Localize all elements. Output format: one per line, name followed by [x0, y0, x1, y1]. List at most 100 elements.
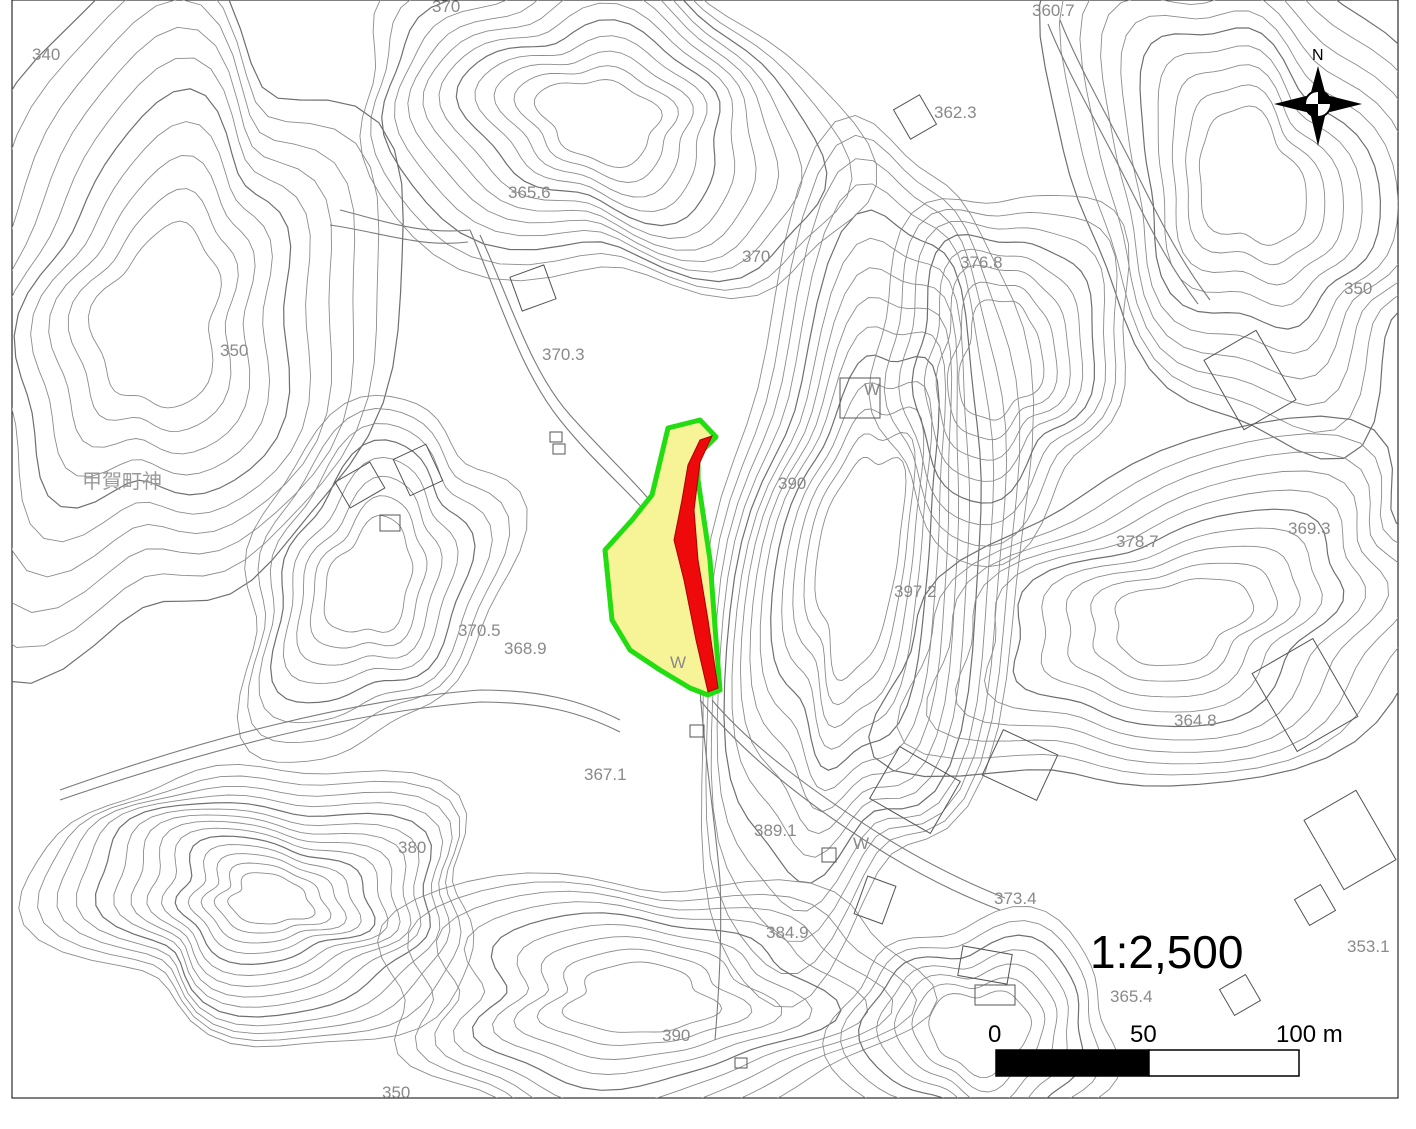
contour-line [1090, 562, 1279, 682]
scale-bar-light [1148, 1049, 1300, 1077]
elevation-label: 367.1 [584, 765, 627, 784]
contour-line [840, 920, 1102, 1098]
contour-line [407, 0, 780, 263]
contour-line [894, 963, 1058, 1098]
elevation-label: 350 [382, 1083, 410, 1102]
contour-line [12, 26, 332, 578]
contour-line [814, 456, 907, 681]
contour-line [896, 433, 1398, 776]
elevation-label: 369.3 [1288, 519, 1331, 538]
contour-line [561, 961, 723, 1033]
contour-line [381, 0, 828, 283]
contour-line [911, 233, 1096, 504]
scale-ratio: 1:2,500 [1090, 926, 1243, 978]
contour-line [984, 489, 1366, 741]
contour-line [200, 853, 347, 944]
contour-line [434, 890, 894, 1098]
well-marker: W [853, 834, 869, 853]
scale-tick-label: 0 [988, 1021, 1001, 1048]
contour-line [1120, 10, 1398, 354]
contour-line [857, 934, 1084, 1098]
contour-line [187, 844, 362, 954]
well-marker: W [670, 653, 686, 672]
contour-line [946, 281, 1058, 441]
elevation-labels: 340 370 360.7 362.3 365.6 370 376.8 350 … [32, 0, 1390, 1102]
contour-line [146, 820, 401, 987]
elevation-label: 370.3 [542, 345, 585, 364]
contour-line [701, 115, 1035, 1008]
north-label: N [1312, 47, 1324, 64]
elevation-label: 370 [742, 247, 770, 266]
highlight-strip[interactable] [673, 435, 719, 693]
elevation-label: 365.6 [508, 183, 551, 202]
contour-line [935, 264, 1071, 461]
contour-line [876, 949, 1069, 1098]
contour-line [792, 406, 925, 729]
contour-line [1198, 105, 1307, 246]
contour-line [94, 802, 433, 1018]
contour-line [269, 439, 476, 704]
elevation-label: 373.4 [994, 889, 1037, 908]
elevation-label: 390 [778, 474, 806, 493]
well-marker: W [864, 380, 880, 399]
contour-line [493, 50, 694, 198]
contour-line [1185, 84, 1326, 266]
elevation-label: 360.7 [1032, 1, 1075, 20]
scale-bar-dark [995, 1049, 1150, 1077]
contour-line [1157, 45, 1363, 307]
contour-line [56, 785, 453, 1035]
elevation-label: 350 [1344, 279, 1372, 298]
elevation-label: 380 [398, 838, 426, 857]
contour-line [394, 0, 803, 273]
elevation-label: 397.2 [894, 582, 937, 601]
elevation-label: 340 [32, 45, 60, 64]
elevation-label: 384.9 [766, 923, 809, 942]
roads [59, 19, 1211, 1041]
contour-line [739, 267, 960, 835]
contour-line [12, 0, 380, 648]
contour-line [759, 326, 947, 792]
elevation-label: 378.7 [1116, 532, 1159, 551]
contour-line [323, 515, 414, 633]
contour-line [370, 0, 853, 291]
contour-line [958, 299, 1045, 421]
contour-line [1139, 27, 1382, 330]
contour-line [130, 814, 412, 998]
contour-line [533, 79, 663, 169]
contour-line [455, 19, 721, 227]
contour-line [803, 432, 916, 706]
contour-line [13, 88, 292, 509]
contour-line [1065, 545, 1301, 698]
contour-line [1012, 508, 1345, 728]
contour-line [227, 872, 316, 925]
elevation-label: 350 [220, 341, 248, 360]
contour-line [309, 495, 428, 649]
contour-line [705, 134, 1021, 974]
scale-indicator: 1:2,500 0 50 100 m [988, 926, 1343, 1077]
elevation-label: 370.5 [458, 621, 501, 640]
contour-line [1114, 578, 1255, 666]
place-name-label: 甲賀町神 [82, 469, 162, 493]
contour-line [723, 209, 982, 884]
contour-line [1171, 64, 1344, 286]
contour-line [955, 470, 1389, 753]
contour-line [513, 65, 679, 183]
elevation-label: 362.3 [934, 103, 977, 122]
elevation-label: 368.9 [504, 639, 547, 658]
elevation-label: 370 [432, 0, 460, 16]
contour-line [407, 881, 917, 1098]
contour-line [87, 220, 222, 409]
contour-line [12, 0, 404, 684]
contour-line [1079, 0, 1398, 406]
buildings [334, 94, 1397, 1069]
contour-line [710, 158, 1008, 942]
contour-line [868, 195, 1130, 568]
compass-rose-icon: N [1274, 47, 1362, 146]
contour-line [37, 775, 462, 1042]
contour-line [536, 948, 753, 1046]
contour-line [258, 423, 493, 724]
contour-line [474, 35, 708, 213]
